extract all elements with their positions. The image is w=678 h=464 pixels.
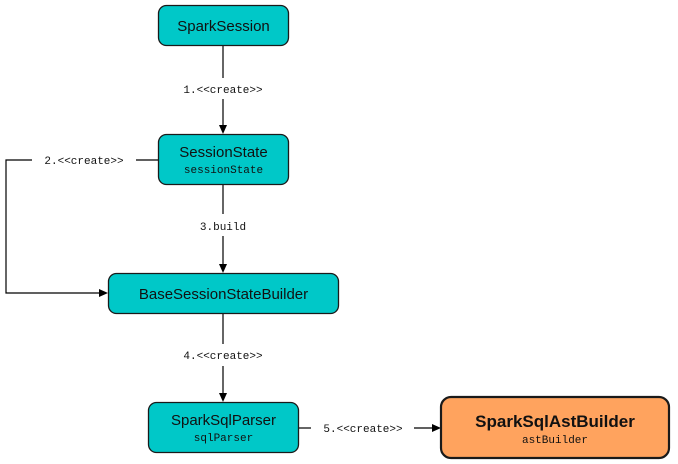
edge-4-create-parser: 4.<<create>>	[183, 313, 263, 402]
edge-5-label: 5.<<create>>	[323, 424, 402, 436]
node-session-state-title: SessionState	[179, 144, 267, 161]
edge-3-label: 3.build	[200, 222, 246, 234]
node-spark-session-title: SparkSession	[177, 18, 270, 35]
edge-5-create-ast-builder: 5.<<create>>	[298, 424, 441, 436]
edge-4-label: 4.<<create>>	[183, 351, 262, 363]
edge-4-arrowhead	[219, 393, 227, 402]
node-spark-session-box	[157, 4, 290, 47]
edge-2-arrowhead	[99, 289, 108, 297]
edge-3-arrowhead	[219, 264, 227, 273]
node-spark-sql-ast-builder-subtitle: astBuilder	[522, 435, 588, 447]
node-session-state-box	[157, 133, 290, 186]
edge-3-build: 3.build	[200, 184, 246, 273]
node-session-state-subtitle: sessionState	[184, 165, 263, 177]
node-session-state[interactable]: SessionState sessionState	[157, 133, 290, 186]
node-spark-sql-parser[interactable]: SparkSqlParser sqlParser	[147, 401, 300, 454]
node-spark-sql-parser-subtitle: sqlParser	[194, 433, 253, 445]
edge-2-label: 2.<<create>>	[44, 156, 123, 168]
edge-1-create-session-state: 1.<<create>>	[183, 45, 263, 134]
node-spark-sql-ast-builder-title: SparkSqlAstBuilder	[475, 412, 635, 431]
node-spark-sql-parser-title: SparkSqlParser	[171, 412, 276, 429]
edge-2-line-left	[5, 159, 99, 294]
node-base-session-state-builder[interactable]: BaseSessionStateBuilder	[107, 272, 340, 315]
node-spark-session[interactable]: SparkSession	[157, 4, 290, 47]
edge-1-label: 1.<<create>>	[183, 85, 262, 97]
edge-2-create-builder: 2.<<create>>	[5, 156, 158, 297]
node-spark-sql-ast-builder[interactable]: SparkSqlAstBuilder astBuilder	[439, 395, 671, 460]
edge-5-arrowhead	[432, 424, 441, 432]
node-base-session-state-builder-title: BaseSessionStateBuilder	[139, 286, 308, 303]
edge-1-arrowhead	[219, 125, 227, 134]
node-spark-sql-ast-builder-box	[439, 395, 671, 460]
node-spark-sql-parser-box	[147, 401, 300, 454]
node-base-session-state-builder-box	[107, 272, 340, 315]
